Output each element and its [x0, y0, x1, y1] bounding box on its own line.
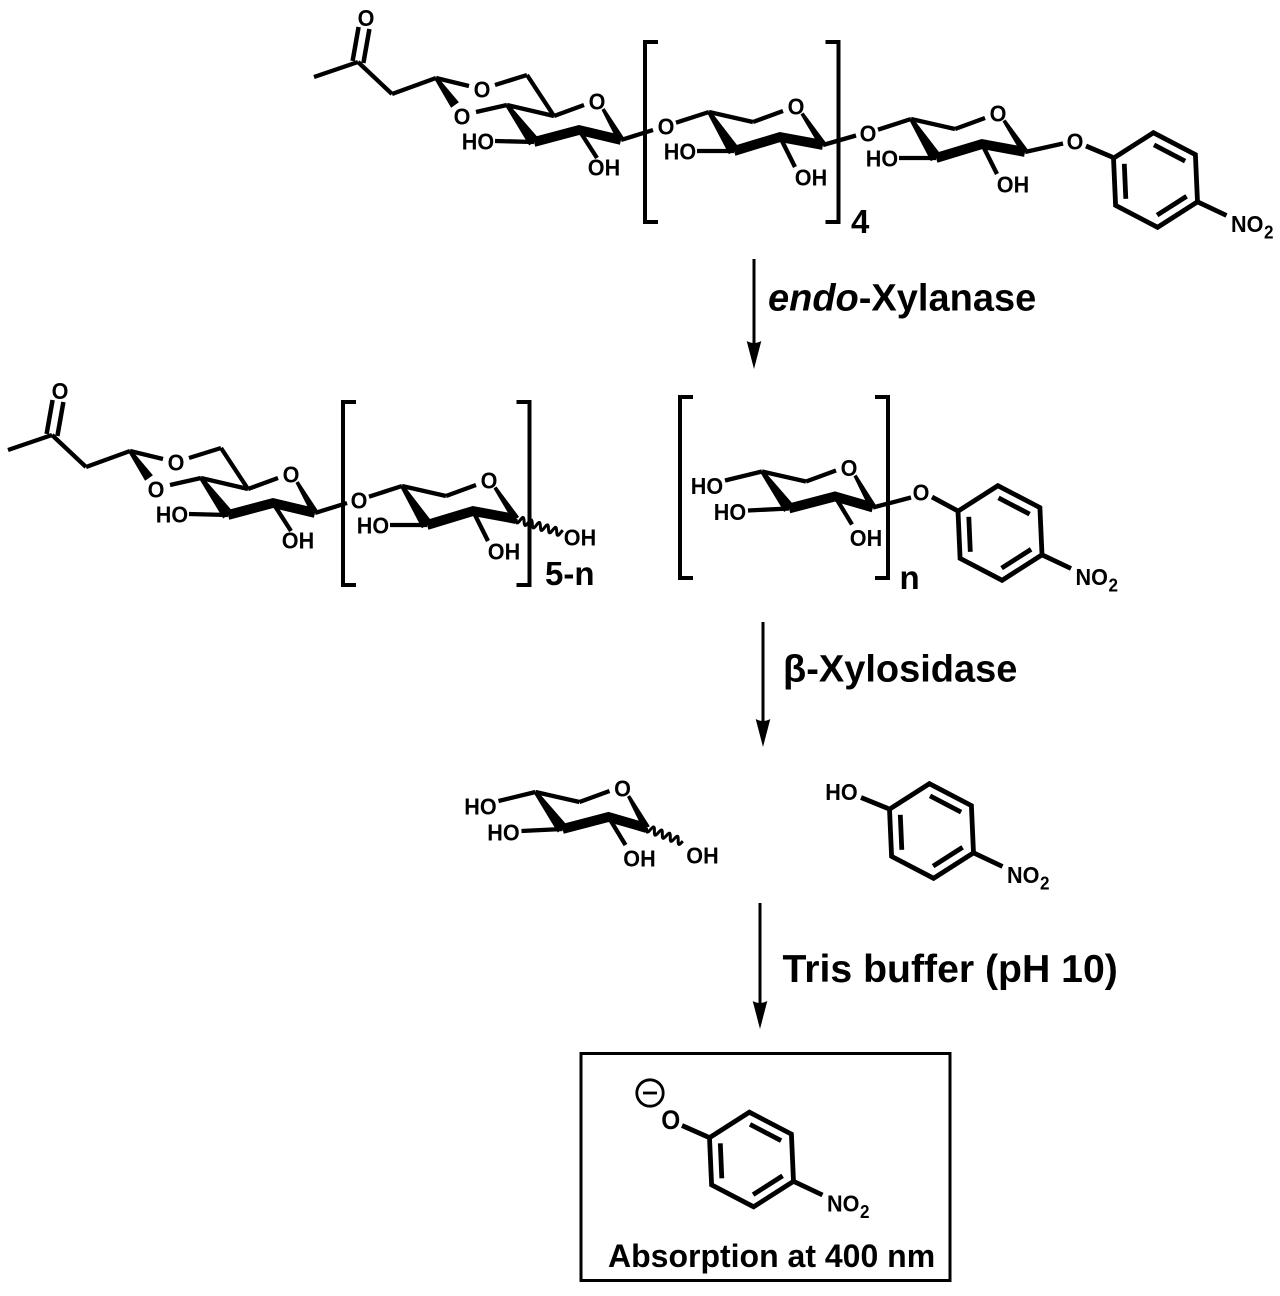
svg-text:O: O	[841, 455, 858, 481]
svg-text:endo-Xylanase: endo-Xylanase	[768, 278, 1036, 320]
svg-text:O: O	[283, 462, 300, 488]
svg-text:HO: HO	[866, 146, 898, 172]
svg-text:O: O	[351, 488, 368, 514]
svg-text:O: O	[148, 477, 165, 503]
svg-text:O: O	[481, 468, 498, 494]
svg-text:2: 2	[1109, 575, 1119, 596]
svg-text:O: O	[614, 776, 631, 802]
svg-text:O: O	[358, 5, 375, 31]
svg-text:O: O	[990, 101, 1007, 127]
svg-text:NO: NO	[1231, 211, 1263, 237]
svg-text:O: O	[474, 77, 491, 103]
svg-text:NO: NO	[1076, 564, 1108, 590]
svg-text:OH: OH	[282, 528, 314, 554]
svg-text:OH: OH	[850, 525, 882, 551]
svg-text:HO: HO	[487, 820, 519, 846]
svg-text:O: O	[52, 378, 69, 404]
svg-text:O: O	[454, 104, 471, 130]
svg-text:4: 4	[851, 203, 870, 240]
svg-text:HO: HO	[691, 473, 723, 499]
svg-text:O: O	[661, 1105, 680, 1135]
svg-text:O: O	[860, 121, 877, 147]
svg-text:HO: HO	[664, 139, 696, 165]
svg-text:β-Xylosidase: β-Xylosidase	[783, 649, 1017, 691]
svg-text:HO: HO	[714, 499, 746, 525]
svg-text:OH: OH	[795, 165, 827, 191]
svg-text:Tris buffer (pH 10): Tris buffer (pH 10)	[783, 948, 1118, 991]
svg-text:O: O	[658, 114, 675, 140]
svg-text:OH: OH	[997, 172, 1029, 198]
svg-text:2: 2	[860, 1201, 870, 1222]
svg-text:HO: HO	[825, 779, 857, 805]
svg-text:5-n: 5-n	[545, 555, 595, 592]
svg-text:HO: HO	[357, 513, 389, 539]
svg-text:OH: OH	[623, 846, 655, 872]
svg-text:O: O	[168, 450, 185, 476]
svg-text:OH: OH	[488, 539, 520, 565]
svg-text:2: 2	[1264, 222, 1274, 243]
svg-text:OH: OH	[588, 155, 620, 181]
svg-text:HO: HO	[462, 129, 494, 155]
svg-text:2: 2	[1040, 873, 1050, 894]
svg-text:OH: OH	[564, 525, 596, 551]
svg-text:OH: OH	[686, 843, 718, 869]
svg-text:O: O	[913, 480, 930, 506]
svg-text:O: O	[1067, 129, 1084, 155]
svg-text:Absorption at 400 nm: Absorption at 400 nm	[608, 1238, 935, 1274]
svg-text:HO: HO	[464, 794, 496, 820]
svg-text:O: O	[589, 89, 606, 115]
svg-text:n: n	[900, 559, 920, 596]
svg-text:O: O	[788, 94, 805, 120]
svg-text:HO: HO	[156, 502, 188, 528]
svg-text:NO: NO	[827, 1191, 859, 1217]
svg-text:NO: NO	[1007, 862, 1039, 888]
